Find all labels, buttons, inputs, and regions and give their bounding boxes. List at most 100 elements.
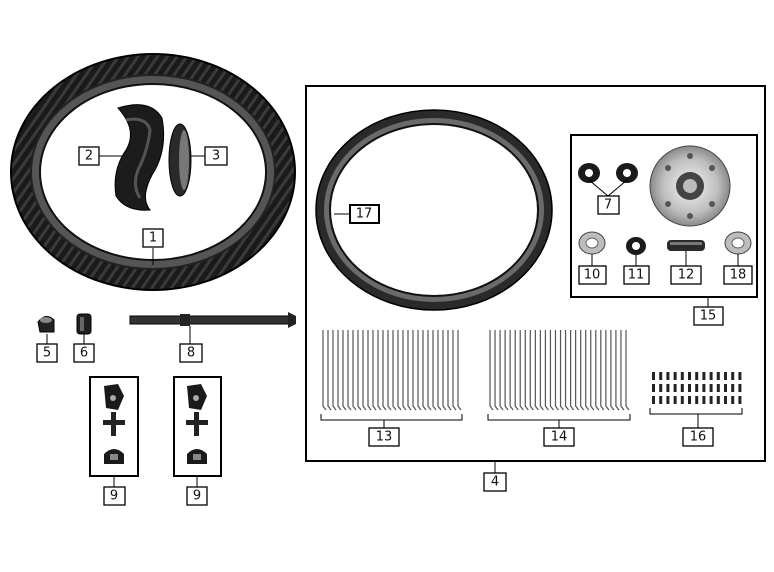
spoke	[437, 330, 442, 411]
spoke	[452, 330, 457, 411]
spoke	[559, 330, 564, 411]
spoke	[580, 330, 585, 411]
spoke	[397, 330, 402, 411]
collar	[667, 240, 705, 251]
svg-text:5: 5	[43, 346, 51, 361]
nipple	[673, 396, 677, 404]
callout-15: 15	[693, 306, 724, 326]
spoke	[575, 330, 580, 411]
spoke	[554, 330, 559, 411]
nipple	[659, 384, 663, 392]
callout-12: 12	[670, 265, 702, 285]
nipple	[688, 396, 691, 404]
nipple	[680, 372, 684, 380]
spoke	[504, 330, 509, 411]
spoke	[514, 330, 519, 411]
nipple	[709, 396, 713, 404]
nipple	[702, 384, 706, 392]
svg-text:11: 11	[628, 268, 645, 283]
nipple	[652, 372, 655, 380]
spoke	[529, 330, 534, 411]
callout-14: 14	[543, 427, 575, 447]
rim-lock-group-b	[173, 376, 222, 477]
spoke	[569, 330, 575, 411]
spoke	[620, 330, 625, 411]
svg-text:16: 16	[690, 430, 707, 445]
callout-1: 1	[142, 228, 164, 248]
spoke	[494, 330, 499, 411]
nipple	[724, 384, 727, 392]
spoke	[332, 330, 337, 411]
nipple	[659, 372, 663, 380]
rim-strip	[168, 123, 192, 197]
spoke	[362, 330, 367, 411]
spoke	[447, 330, 452, 411]
nipple	[731, 396, 735, 404]
svg-text:7: 7	[604, 198, 612, 213]
spoke	[610, 330, 615, 411]
callout-10: 10	[578, 265, 607, 285]
callout-6: 6	[73, 343, 95, 363]
spoke	[590, 330, 595, 411]
callout-3: 3	[204, 146, 228, 166]
spoke	[539, 330, 544, 411]
bearings	[578, 163, 638, 183]
nipple	[688, 372, 691, 380]
rim-lock-group-a	[89, 376, 139, 477]
spoke	[549, 330, 554, 411]
svg-text:3: 3	[212, 149, 220, 164]
svg-text:4: 4	[491, 475, 499, 490]
nipple	[652, 396, 655, 404]
spoke	[387, 330, 392, 411]
spoke	[367, 330, 372, 411]
spoke	[519, 330, 524, 411]
nipple	[666, 372, 670, 380]
spoke	[372, 330, 377, 411]
spoke	[322, 330, 327, 411]
spoke	[595, 330, 600, 411]
svg-text:17: 17	[356, 207, 373, 222]
spoke	[509, 330, 514, 411]
callout-13: 13	[368, 427, 400, 447]
nipple	[709, 384, 713, 392]
spoke	[499, 330, 504, 411]
nipple	[738, 372, 742, 380]
callout-17: 17	[349, 204, 380, 224]
spokes-set-a	[322, 330, 462, 411]
callout-11: 11	[623, 265, 650, 285]
axle	[129, 312, 296, 328]
spoke	[337, 330, 342, 411]
spoke	[442, 330, 447, 411]
spoke	[625, 330, 630, 411]
spoke	[524, 330, 529, 411]
spoke	[342, 330, 347, 411]
svg-text:8: 8	[187, 346, 195, 361]
nipple	[673, 384, 677, 392]
svg-text:13: 13	[376, 430, 393, 445]
callout-7: 7	[597, 195, 620, 215]
svg-text:18: 18	[730, 268, 747, 283]
nipple	[680, 384, 684, 392]
nipple	[702, 396, 706, 404]
nipple	[652, 384, 655, 392]
spacer-left	[578, 231, 606, 255]
nipple	[666, 384, 670, 392]
spoke	[402, 330, 407, 411]
spoke	[357, 330, 362, 411]
spoke	[412, 330, 417, 411]
nipple	[709, 372, 713, 380]
spacer-right	[724, 231, 752, 255]
nipple	[702, 372, 706, 380]
spoke	[327, 330, 332, 411]
nipple	[724, 372, 727, 380]
nipple	[659, 396, 663, 404]
spoke-nipples	[652, 372, 742, 404]
spoke	[347, 330, 352, 411]
callout-2: 2	[78, 146, 100, 166]
spoke	[422, 330, 427, 411]
nipple	[716, 384, 720, 392]
hub-assembly-frame	[570, 134, 758, 298]
spoke	[407, 330, 412, 411]
oil-seal	[626, 237, 646, 255]
spoke	[615, 330, 620, 411]
